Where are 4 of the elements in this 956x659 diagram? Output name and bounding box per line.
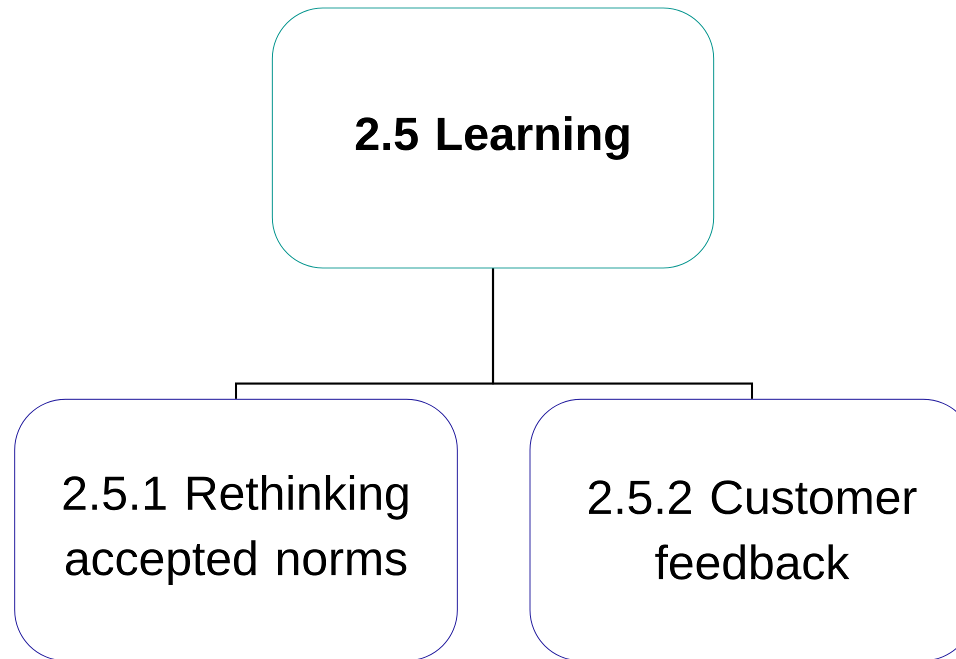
process-box: 2.5.1 Rethinking accepted norms [14,398,458,659]
process-box: 2.5.2 Customer feedback [529,398,956,659]
connector-line [492,268,754,399]
process-box: 2.5 Learning [272,7,714,269]
